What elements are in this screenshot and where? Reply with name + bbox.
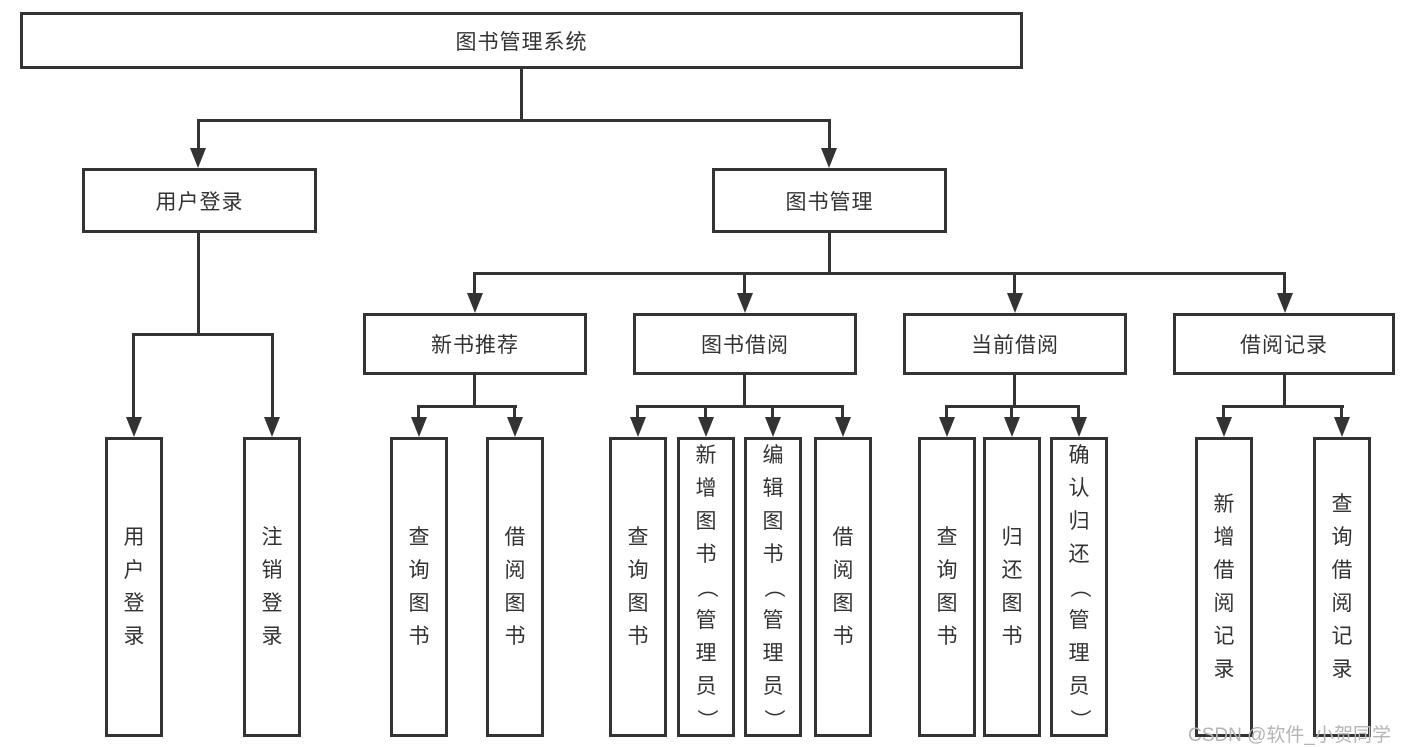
connector-group1-stem (473, 375, 476, 408)
node-query-books-recommend: 查询图书 (390, 437, 448, 737)
arrow-down-icon (126, 417, 142, 437)
arrow-down-icon (1277, 293, 1293, 313)
node-current-borrowing: 当前借阅 (903, 313, 1127, 375)
arrow-down-icon (698, 417, 714, 437)
node-book-management: 图书管理 (712, 168, 947, 233)
arrow-down-icon (411, 417, 427, 437)
watermark: CSDN @软件_小贺同学 (1188, 725, 1391, 746)
connector-drop-user-login (197, 119, 200, 149)
node-add-books-admin: 新增图书（管理员） (677, 437, 735, 737)
connector-drop-logout-leaf (271, 333, 274, 419)
connector-group1-hbar (417, 405, 517, 408)
arrow-down-icon (939, 417, 955, 437)
arrow-down-icon (1334, 417, 1350, 437)
connector-root-stem (520, 69, 523, 120)
arrow-down-icon (1004, 417, 1020, 437)
connector-drop (704, 405, 707, 420)
node-user-login: 用户登录 (82, 168, 317, 233)
arrow-down-icon (765, 417, 781, 437)
node-return-books: 归还图书 (983, 437, 1041, 737)
connector-group4-stem (1283, 375, 1286, 408)
connector-user-login-stem (197, 233, 200, 336)
connector-level1-hbar (197, 119, 831, 122)
arrow-down-icon (264, 417, 280, 437)
connector-drop-new-book (473, 272, 476, 295)
node-borrowing-records: 借阅记录 (1173, 313, 1395, 375)
connector-drop-book-borrow (743, 272, 746, 295)
arrow-down-icon (467, 293, 483, 313)
connector-user-login-hbar (132, 333, 274, 336)
connector-drop (636, 405, 639, 420)
arrow-down-icon (190, 148, 206, 168)
connector-drop (1340, 405, 1343, 420)
connector-group2-stem (743, 375, 746, 408)
arrow-down-icon (737, 293, 753, 313)
connector-drop (841, 405, 844, 420)
node-logout: 注销登录 (243, 437, 301, 737)
connector-drop (513, 405, 516, 420)
node-book-borrowing: 图书借阅 (633, 313, 857, 375)
connector-drop (417, 405, 420, 420)
node-query-borrow-record: 查询借阅记录 (1313, 437, 1371, 737)
connector-drop (945, 405, 948, 420)
arrow-down-icon (1007, 293, 1023, 313)
connector-drop (771, 405, 774, 420)
connector-drop-borrow-records (1283, 272, 1286, 295)
connector-level2-hbar (473, 272, 1286, 275)
connector-drop (1222, 405, 1225, 420)
node-borrow-books-borrowing: 借阅图书 (814, 437, 872, 737)
node-confirm-return-admin: 确认归还（管理员） (1050, 437, 1108, 737)
connector-drop-login-leaf (132, 333, 135, 419)
connector-drop-book-management (828, 119, 831, 149)
node-add-borrow-record: 新增借阅记录 (1195, 437, 1253, 737)
connector-group4-hbar (1222, 405, 1344, 408)
node-query-books-borrowing: 查询图书 (609, 437, 667, 737)
connector-group3-stem (1013, 375, 1016, 408)
arrow-down-icon (835, 417, 851, 437)
connector-group2-hbar (636, 405, 844, 408)
node-borrow-books-recommend: 借阅图书 (486, 437, 544, 737)
node-new-book-recommendation: 新书推荐 (363, 313, 587, 375)
connector-book-mgmt-stem (828, 233, 831, 274)
arrow-down-icon (507, 417, 523, 437)
arrow-down-icon (821, 148, 837, 168)
node-user-login-leaf: 用户登录 (105, 437, 163, 737)
arrow-down-icon (630, 417, 646, 437)
connector-drop (1010, 405, 1013, 420)
node-query-books-current: 查询图书 (918, 437, 976, 737)
connector-drop (1077, 405, 1080, 420)
arrow-down-icon (1071, 417, 1087, 437)
connector-drop-current-borrow (1013, 272, 1016, 295)
arrow-down-icon (1216, 417, 1232, 437)
node-library-management-system: 图书管理系统 (20, 12, 1023, 69)
node-edit-books-admin: 编辑图书（管理员） (744, 437, 802, 737)
